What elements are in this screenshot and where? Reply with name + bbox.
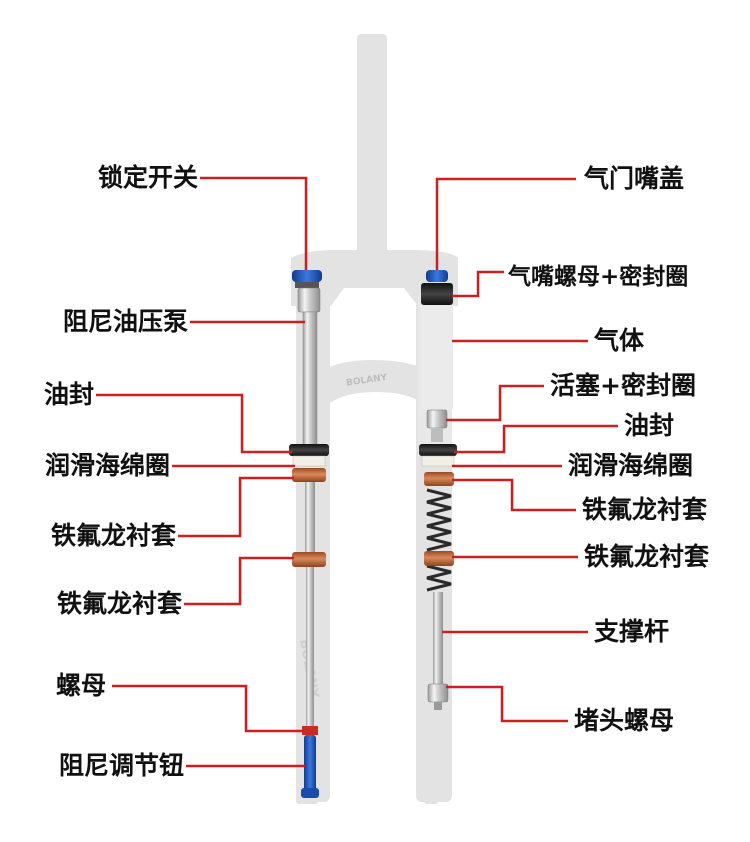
label-foam-ring-left: 润滑海绵圈 <box>44 451 170 480</box>
support-rod <box>433 592 443 684</box>
left-nut <box>302 726 318 735</box>
leader-lockout-switch <box>200 176 308 270</box>
label-plug-nut: 堵头螺母 <box>574 706 675 735</box>
label-valve-nut-seal: 气嘴螺母+密封圈 <box>508 264 689 290</box>
coil-spring <box>426 488 452 592</box>
label-foam-ring-right: 润滑海绵圈 <box>568 451 694 480</box>
leader-valve-cap <box>435 177 576 270</box>
left-bushing-lower <box>292 552 326 567</box>
plug-nut <box>427 683 449 703</box>
leader-bushing-left-upper <box>178 476 294 538</box>
right-air-spring-internals <box>419 270 457 710</box>
label-oil-seal-right: 油封 <box>624 411 675 440</box>
leader-lines <box>96 176 618 768</box>
left-bushing-upper <box>292 468 326 482</box>
label-damper-oil-pump: 阻尼油压泵 <box>62 307 188 336</box>
label-bushing-right-lower: 铁氟龙衬套 <box>584 542 710 571</box>
valve-cap <box>426 270 448 282</box>
label-nut-left: 螺母 <box>55 671 106 700</box>
leader-piston-seal <box>446 384 544 422</box>
left-damper-internals <box>289 270 329 798</box>
leader-nut-left <box>112 684 303 733</box>
label-oil-seal-left: 油封 <box>43 380 94 409</box>
right-bushing-lower <box>424 551 454 566</box>
right-bushing-upper <box>424 472 454 486</box>
leader-oil-seal-left <box>96 393 292 454</box>
left-damper-rod-lower <box>306 567 314 727</box>
air-chamber <box>421 305 453 409</box>
piston-seal <box>426 409 448 429</box>
damper-cartridge <box>302 311 318 449</box>
label-support-rod: 支撑杆 <box>594 617 670 646</box>
steerer-tube <box>357 34 387 266</box>
right-dropout <box>424 782 438 804</box>
leader-valve-nut-seal <box>452 270 504 298</box>
leader-bushing-right-upper <box>452 478 576 512</box>
damper-pump-head <box>297 287 321 313</box>
fork-arch <box>320 360 430 412</box>
label-bushing-left-upper: 铁氟龙衬套 <box>50 521 176 550</box>
leader-bushing-left-lower <box>184 556 294 606</box>
valve-nut-seal <box>421 283 453 305</box>
left-foam-ring <box>292 455 326 467</box>
lockout-switch <box>292 270 322 282</box>
leader-plug-nut <box>446 685 568 723</box>
label-lockout-switch: 锁定开关 <box>97 163 198 192</box>
left-oil-seal <box>289 444 329 456</box>
label-rebound-knob: 阻尼调节钮 <box>58 751 184 780</box>
label-valve-cap: 气门嘴盖 <box>584 164 685 193</box>
label-bushing-left-lower: 铁氟龙衬套 <box>56 589 182 618</box>
rebound-knob <box>304 735 316 793</box>
fork-crown <box>291 250 458 306</box>
right-oil-seal <box>419 444 457 456</box>
leader-oil-seal-right <box>454 424 618 454</box>
label-bushing-right-upper: 铁氟龙衬套 <box>582 495 708 524</box>
left-damper-rod-upper <box>305 482 315 552</box>
right-foam-ring <box>421 455 455 467</box>
label-piston-seal: 活塞+密封圈 <box>550 371 696 400</box>
label-air: 气体 <box>594 326 645 355</box>
